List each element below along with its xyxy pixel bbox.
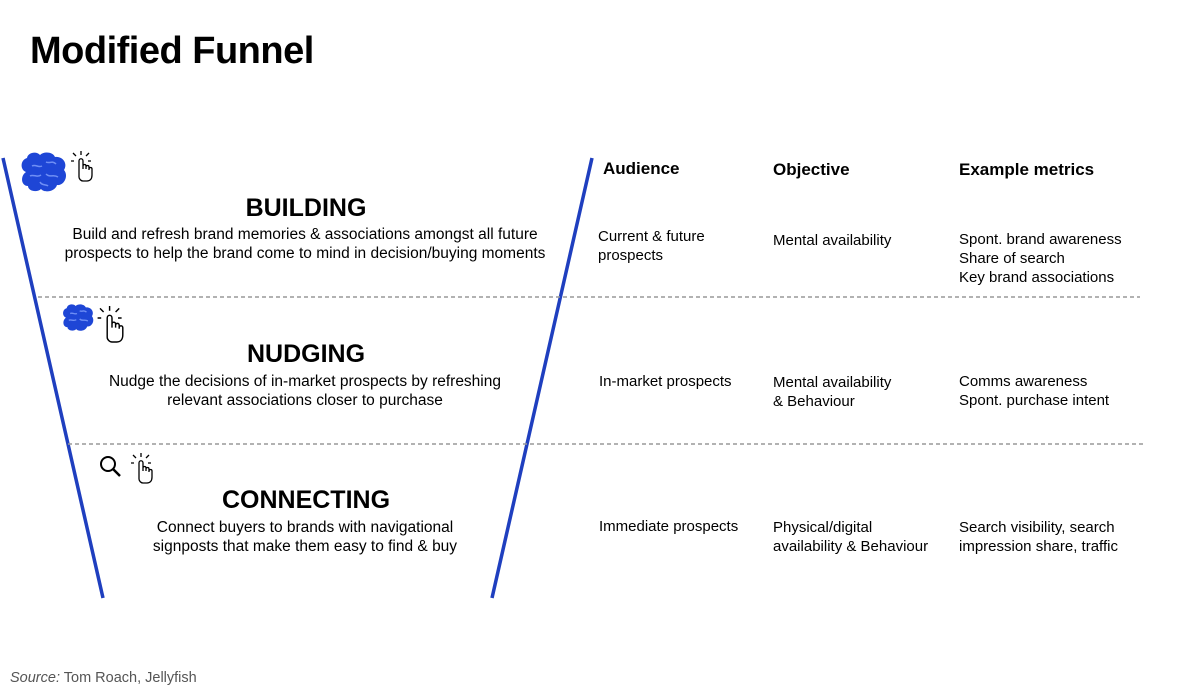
column-header-metrics: Example metrics <box>959 160 1095 179</box>
connecting-metrics: Search visibility, search impression sha… <box>959 519 1118 555</box>
search-icon <box>100 456 121 477</box>
click-hand-icon <box>97 306 124 343</box>
brain-icon <box>21 152 67 192</box>
funnel-right-edge <box>490 157 594 599</box>
stage-description-connecting: Connect buyers to brands with navigation… <box>152 519 458 555</box>
source-note: Source: Tom Roach, Jellyfish <box>10 670 197 686</box>
page-title: Modified Funnel <box>30 30 314 72</box>
source-label: Source: <box>10 670 60 686</box>
building-objective: Mental availability <box>773 232 892 249</box>
stage-title-connecting: CONNECTING <box>221 486 391 514</box>
brain-icon <box>63 304 94 331</box>
stage-description-building: Build and refresh brand memories & assoc… <box>64 226 546 262</box>
building-metrics: Spont. brand awareness Share of search K… <box>959 231 1122 286</box>
connecting-audience: Immediate prospects <box>599 518 739 535</box>
source-text: Tom Roach, Jellyfish <box>59 670 197 686</box>
nudging-metrics: Comms awareness Spont. purchase intent <box>959 373 1110 409</box>
click-hand-icon <box>131 453 153 484</box>
stage-description-nudging: Nudge the decisions of in-market prospec… <box>108 373 501 409</box>
nudging-objective: Mental availability & Behaviour <box>773 374 892 410</box>
column-header-audience: Audience <box>603 159 680 178</box>
stage-title-nudging: NUDGING <box>246 340 366 368</box>
connecting-objective: Physical/digital availability & Behaviou… <box>773 519 929 555</box>
nudging-audience: In-market prospects <box>599 373 732 390</box>
click-hand-icon <box>71 151 93 182</box>
building-audience: Current & future prospects <box>598 228 705 264</box>
stage-title-building: BUILDING <box>245 194 367 222</box>
funnel-left-edge <box>1 157 105 599</box>
column-header-objective: Objective <box>773 160 850 179</box>
